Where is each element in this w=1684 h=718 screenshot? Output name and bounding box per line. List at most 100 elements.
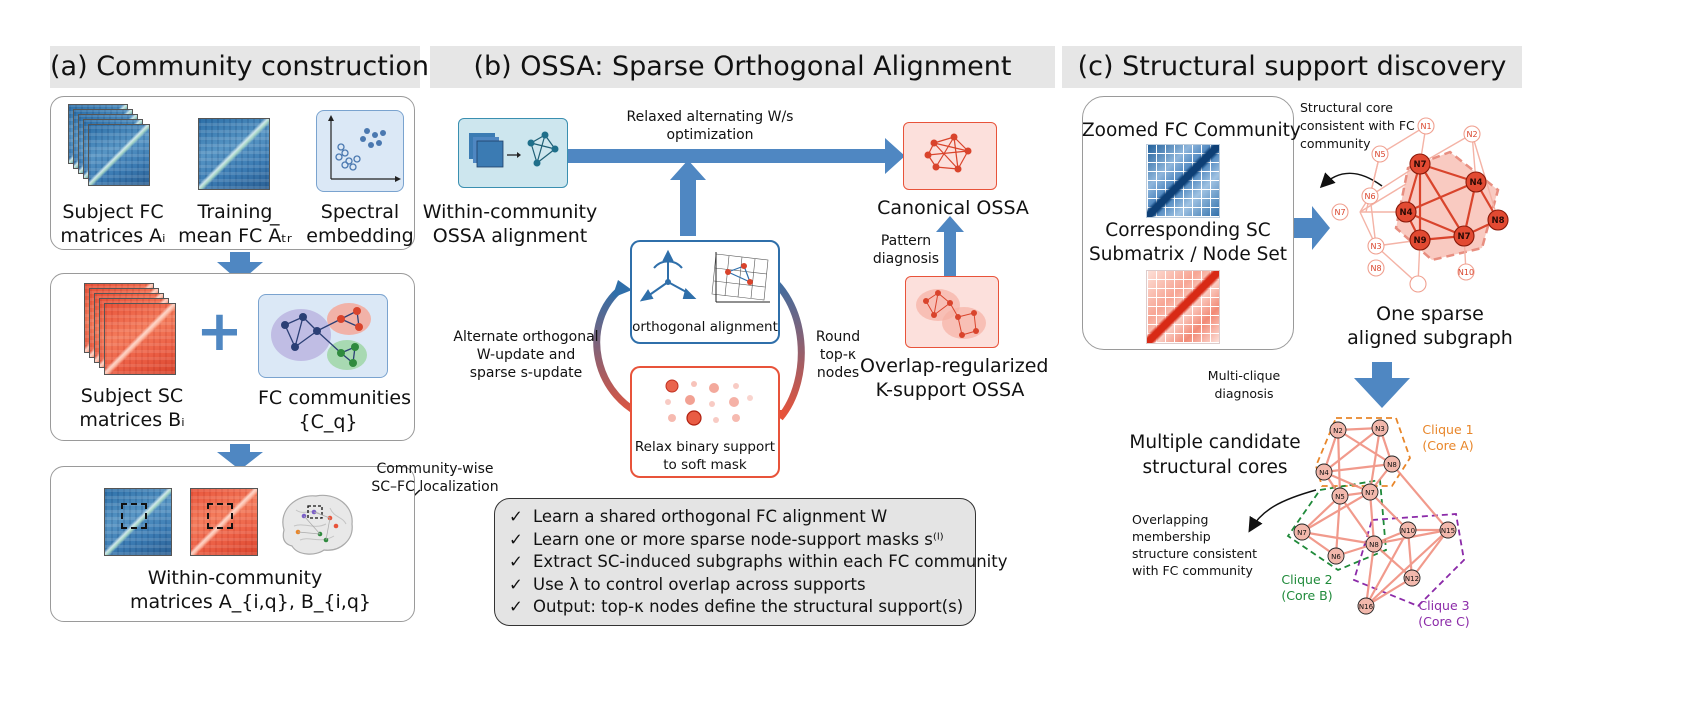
arrow-up	[670, 160, 706, 236]
clique2-label-1: Clique 2	[1281, 572, 1333, 587]
checklist-item: ✓Learn a shared orthogonal FC alignment …	[509, 506, 961, 529]
arrow-a-down1	[217, 252, 263, 282]
brain-icon	[274, 490, 356, 560]
zoomed-label: Zoomed FC Community	[1082, 120, 1301, 141]
within-community-label-1: Within-community	[147, 567, 323, 589]
clique1-label-2: (Core A)	[1422, 438, 1474, 453]
check-icon: ✓	[509, 507, 523, 526]
arrow-c-right	[1292, 206, 1330, 250]
graph2-node-label: N16	[1359, 603, 1374, 611]
graph1-core-label: N9	[1413, 236, 1426, 246]
clique1-label-1: Clique 1	[1422, 422, 1474, 437]
check-icon: ✓	[509, 529, 523, 549]
graph2-node-label: N5	[1335, 493, 1345, 501]
graph2-node-label: N7	[1297, 529, 1307, 537]
canonical-icon	[903, 122, 997, 190]
multi-clique-label-2: diagnosis	[1214, 386, 1274, 401]
pattern-label-1: Pattern	[880, 233, 932, 249]
graph2-node-label: N12	[1405, 575, 1419, 583]
graph1-node-label: N2	[1466, 130, 1477, 139]
check-icon: ✓	[509, 597, 523, 617]
clique3-label-1: Clique 3	[1418, 598, 1470, 613]
orthogonal-alignment-box: orthogonal alignment	[630, 240, 780, 344]
within-alignment-label-2: OSSA alignment	[432, 225, 588, 247]
within-alignment-icon	[458, 118, 568, 188]
pattern-label-2: diagnosis	[872, 251, 940, 267]
graph2-node-label: N7	[1365, 489, 1375, 497]
one-sparse-label-1: One sparse	[1376, 303, 1484, 325]
overlap-label-2: K-support OSSA	[875, 379, 1025, 401]
arrow-c-down	[1354, 362, 1410, 408]
structural-core-label-1: Structural core	[1300, 100, 1393, 115]
panel-a-header: (a) Community construction	[50, 46, 429, 88]
checklist-item: ✓Learn one or more sparse node-support m…	[509, 529, 961, 552]
graph1-node-label: N7	[1334, 208, 1345, 217]
arrow-a-down2	[217, 444, 263, 470]
relaxed-label-2: optimization	[666, 127, 754, 143]
subject-sc-label-1: Subject SC	[80, 385, 184, 407]
graph2-node-label: N6	[1331, 553, 1341, 561]
graph2-node-label: N10	[1401, 527, 1415, 535]
plus-sign: +	[196, 299, 243, 364]
within-community-label-2: matrices A_{i,q}, B_{i,q}	[130, 591, 371, 613]
spectral-label-2: embedding	[306, 225, 414, 247]
multi-clique-graph: N2 N3 N4 N8 N5 N7 N7 N6 N8 N10 N15 N12 N…	[1286, 417, 1465, 615]
spectral-embedding-plot	[316, 110, 404, 192]
arrow-relaxed	[568, 138, 905, 174]
corresponding-label-2: Submatrix / Node Set	[1088, 244, 1288, 265]
graph2-node-label: N4	[1319, 469, 1329, 477]
training-fc-label-2: mean FC A̅ₜᵣ	[178, 225, 292, 247]
round-label-2: top-κ	[819, 347, 857, 363]
clique2-label-2: (Core B)	[1281, 588, 1333, 603]
structural-core-label-2: consistent with FC	[1300, 118, 1415, 133]
community-wise-label-1: Community-wise	[376, 461, 494, 477]
arrow-pattern	[936, 216, 964, 276]
overlapping-label-3: structure consistent	[1132, 546, 1258, 561]
round-label-1: Round	[815, 329, 861, 345]
graph2-node-label: N15	[1441, 527, 1455, 535]
multi-clique-label-1: Multi-clique	[1207, 368, 1281, 383]
multiple-label-2: structural cores	[1142, 457, 1288, 478]
graph1-node-label: N1	[1420, 122, 1431, 131]
panel-c-header: (c) Structural support discovery	[1062, 46, 1522, 88]
canonical-label: Canonical OSSA	[877, 197, 1029, 219]
checklist-item: ✓Extract SC-induced subgraphs within eac…	[509, 551, 1008, 574]
relax-binary-box: Relax binary support to soft mask	[630, 366, 780, 478]
subject-sc-label-2: matrices Bᵢ	[79, 409, 185, 431]
checklist-item: ✓Use λ to control overlap across support…	[509, 574, 961, 597]
overlapping-label-1: Overlapping	[1132, 512, 1209, 527]
within-sc-matrix	[190, 488, 258, 556]
checklist-item: ✓Output: top-κ nodes define the structur…	[509, 596, 963, 619]
overlap-label-1: Overlap-regularized	[860, 355, 1049, 377]
overlapping-label-4: with FC community	[1132, 563, 1253, 578]
alternate-label-3: sparse s-update	[469, 365, 583, 381]
spectral-label-1: Spectral	[320, 201, 400, 223]
corresponding-sc-matrix	[1146, 270, 1220, 344]
training-fc-label-1: Training	[197, 201, 273, 223]
graph2-node-label: N8	[1369, 541, 1379, 549]
graph1-core-label: N7	[1413, 160, 1426, 170]
subject-fc-label-1: Subject FC	[62, 201, 164, 223]
structural-core-label-3: community	[1300, 136, 1371, 151]
graph1-node-label: N8	[1370, 264, 1381, 273]
overlapping-label-2: membership	[1132, 529, 1211, 544]
graph1-node-label: N3	[1370, 242, 1381, 251]
graph1-node-label: N10	[1458, 268, 1474, 277]
graph1-core-label: N8	[1491, 216, 1504, 226]
clique3-label-2: (Core C)	[1418, 614, 1470, 629]
corresponding-label-1: Corresponding SC	[1105, 220, 1271, 241]
training-fc-matrix	[198, 118, 270, 190]
alternate-label-1: Alternate orthogonal	[453, 329, 599, 345]
relax-binary-label-2: to soft mask	[663, 457, 747, 473]
graph1-core-label: N4	[1469, 178, 1482, 188]
orthogonal-alignment-label: orthogonal alignment	[632, 319, 778, 335]
multiple-label-1: Multiple candidate	[1129, 432, 1301, 453]
fc-communities-label-1: FC communities	[258, 387, 412, 409]
check-icon: ✓	[509, 574, 523, 594]
overlap-icon	[905, 276, 999, 348]
subject-sc-matrix	[104, 303, 176, 375]
community-wise-label-2: SC–FC localization	[371, 479, 499, 495]
graph2-node-label: N2	[1333, 427, 1343, 435]
aligned-subgraph: N1 N2 N5 N6 N7 N3 N8 N10 N7 N4 N4 N8 N9 …	[1331, 117, 1509, 293]
within-fc-matrix	[104, 488, 172, 556]
